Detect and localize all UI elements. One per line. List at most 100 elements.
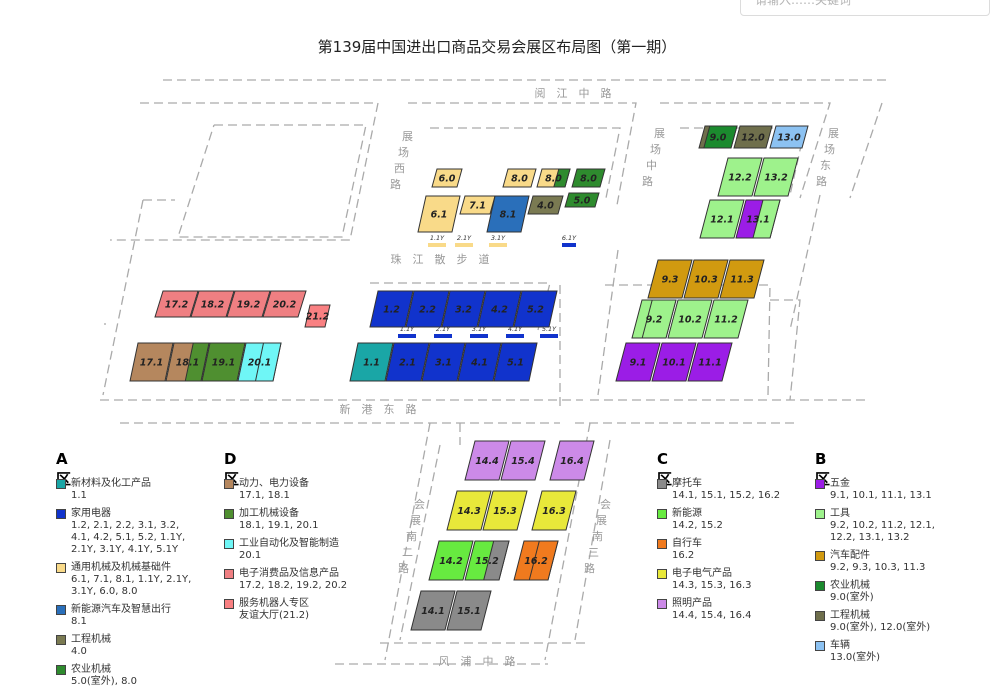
hall-2-1Y[interactable]: 2.1Y (455, 234, 473, 247)
search-input[interactable]: 请输入……关键词 (740, 0, 990, 16)
hall-4-0[interactable]: 4.0 (527, 195, 564, 215)
hall-label: 2.2 (419, 305, 436, 316)
hall-6-0[interactable]: 6.0 (431, 168, 463, 188)
hall-4-2[interactable]: 4.2 (477, 290, 522, 328)
legend-halls: 5.0(室外), 8.0 (71, 676, 137, 687)
hall-13-2[interactable]: 13.2 (753, 157, 799, 197)
hall-label: 6.1 (431, 210, 448, 221)
road-labels: 阅 江 中 路 珠 江 散 步 道 新 港 东 路 风 浦 中 路 展场 西路 … (340, 87, 840, 668)
hall-8-0[interactable]: 8.0 (502, 168, 537, 188)
svg-text:5.1Y: 5.1Y (542, 325, 557, 333)
hall-11-1[interactable]: 11.1 (687, 342, 733, 382)
legend-halls: 9.0(室外) (830, 592, 874, 603)
hall-12-0[interactable]: 12.0 (733, 125, 773, 149)
hall-21-2[interactable]: 21.2 (304, 304, 331, 328)
page-title: 第139届中国进出口商品交易会展区布局图（第一期） (318, 38, 677, 56)
hall-label: 20.2 (273, 300, 297, 311)
legend-name: 车辆 (830, 640, 850, 651)
hall-label: 1.2 (383, 305, 400, 316)
hall-5-1[interactable]: 5.1 (493, 342, 538, 382)
legend-name: 通用机械及机械基础件 (71, 562, 171, 573)
hall-19-2[interactable]: 19.2 (226, 290, 271, 318)
hall-label: 15.3 (493, 506, 517, 517)
hall-label: 12.0 (741, 133, 765, 144)
hall-20-1[interactable]: 20.1 (237, 342, 282, 382)
hall-5-2[interactable]: 5.2 (513, 290, 558, 328)
hall-14-1[interactable]: 14.1 (410, 590, 456, 631)
hall-15-4[interactable]: 15.4 (500, 440, 546, 481)
legend-name: 电子消费品及信息产品 (239, 568, 339, 579)
hall-9-2[interactable]: 9.2 (631, 299, 677, 339)
hall-label: 8.0 (545, 174, 562, 185)
legend-halls: 3.1Y, 6.0, 8.0 (71, 586, 138, 597)
hall-14-4[interactable]: 14.4 (464, 440, 510, 481)
legend-swatch (815, 581, 825, 591)
hall-8-0[interactable]: 8.0 (571, 168, 606, 188)
hall-8-1[interactable]: 8.1 (486, 195, 530, 233)
hall-label: 4.2 (490, 305, 508, 316)
hall-16-3[interactable]: 16.3 (531, 490, 577, 531)
hall-label: 10.1 (662, 358, 685, 369)
hall-18-2[interactable]: 18.2 (190, 290, 235, 318)
hall-14-3[interactable]: 14.3 (446, 490, 492, 531)
hall-2-1Y[interactable]: 2.1Y (434, 325, 452, 338)
hall-18-1[interactable]: 18.1 (165, 342, 210, 382)
hall-15-2[interactable]: 15.2 (464, 540, 510, 581)
hall-9-0[interactable]: 9.0 (698, 125, 738, 149)
hall-12-1[interactable]: 12.1 (699, 199, 745, 239)
hall-2-1[interactable]: 2.1 (385, 342, 430, 382)
hall-17-2[interactable]: 17.2 (154, 290, 199, 318)
legend-halls: 12.2, 13.1, 13.2 (830, 532, 910, 543)
legend-swatch (815, 479, 825, 489)
legend-halls: 16.2 (672, 550, 695, 561)
hall-5-0[interactable]: 5.0 (564, 192, 600, 208)
hall-1-1[interactable]: 1.1 (349, 342, 394, 382)
hall-6-1[interactable]: 6.1 (417, 195, 461, 233)
hall-11-2[interactable]: 11.2 (703, 299, 749, 339)
hall-5-1Y[interactable]: 5.1Y (540, 325, 558, 338)
hall-3-1[interactable]: 3.1 (421, 342, 466, 382)
hall-3-1Y[interactable]: 3.1Y (470, 325, 488, 338)
hall-12-2[interactable]: 12.2 (717, 157, 763, 197)
legend-name: 工程机械 (830, 610, 870, 621)
hall-14-2[interactable]: 14.2 (428, 540, 474, 581)
hall-19-1[interactable]: 19.1 (201, 342, 246, 382)
legend-name: 摩托车 (672, 478, 702, 489)
hall-11-3[interactable]: 11.3 (719, 259, 765, 299)
hall-10-1[interactable]: 10.1 (651, 342, 697, 382)
road-label-middle: 展场 中路 (642, 127, 665, 188)
svg-text:会: 会 (600, 498, 611, 511)
hall-13-1[interactable]: 13.1 (735, 199, 781, 239)
hall-17-1[interactable]: 17.1 (129, 342, 174, 382)
hall-3-1Y[interactable]: 3.1Y (489, 234, 507, 247)
hall-1-1Y[interactable]: 1.1Y (398, 325, 416, 338)
hall-label: 13.2 (764, 173, 788, 184)
hall-7-1[interactable]: 7.1 (459, 195, 496, 215)
hall-20-2[interactable]: 20.2 (262, 290, 307, 318)
hall-16-4[interactable]: 16.4 (549, 440, 595, 481)
hall-9-1[interactable]: 9.1 (615, 342, 661, 382)
hall-9-3[interactable]: 9.3 (647, 259, 693, 299)
hall-15-1[interactable]: 15.1 (446, 590, 492, 631)
legend-swatch (657, 479, 667, 489)
hall-1-1Y[interactable]: 1.1Y (428, 234, 446, 247)
hall-10-2[interactable]: 10.2 (667, 299, 713, 339)
hall-3-2[interactable]: 3.2 (441, 290, 486, 328)
legend-name: 农业机械 (830, 580, 870, 591)
hall-4-1Y[interactable]: 4.1Y (506, 325, 524, 338)
hall-8-0[interactable]: 8.0 (536, 168, 571, 188)
road-label-east: 展场 东路 (816, 127, 839, 188)
hall-6-1Y[interactable]: 6.1Y (562, 234, 577, 247)
legend-name: 新能源汽车及智慧出行 (71, 604, 171, 615)
hall-2-2[interactable]: 2.2 (405, 290, 450, 328)
hall-label: 20.1 (248, 358, 271, 369)
legend-swatch (815, 641, 825, 651)
hall-4-1[interactable]: 4.1 (457, 342, 502, 382)
hall-1-2[interactable]: 1.2 (369, 290, 414, 328)
hall-10-3[interactable]: 10.3 (683, 259, 729, 299)
hall-13-0[interactable]: 13.0 (769, 125, 809, 149)
hall-label: 14.4 (475, 456, 499, 467)
hall-15-3[interactable]: 15.3 (482, 490, 528, 531)
hall-16-2[interactable]: 16.2 (513, 540, 559, 581)
